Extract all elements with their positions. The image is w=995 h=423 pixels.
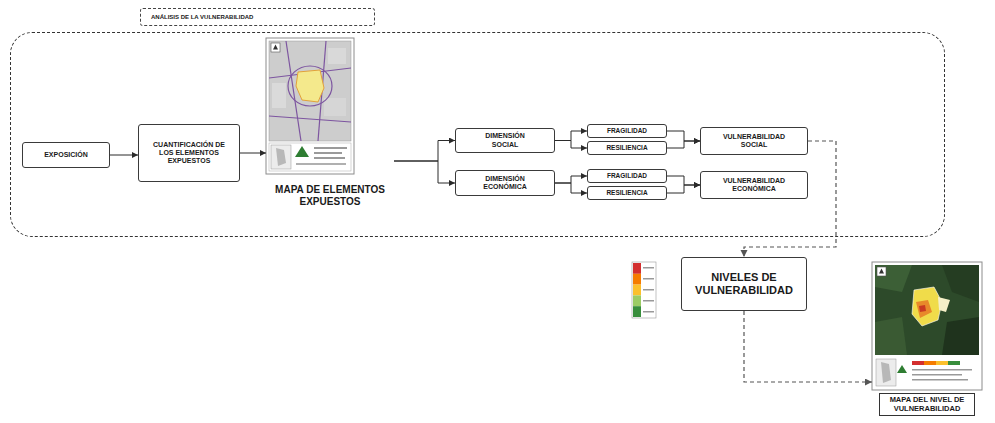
flow-arrow [667, 141, 700, 148]
flow-arrow [110, 155, 138, 156]
map-detail [942, 317, 979, 355]
map-detail [875, 265, 979, 355]
map-caption: MAPA DE ELEMENTOS EXPUESTOS [266, 184, 394, 207]
box-label: VULNERABILIDAD ECONÓMICA [712, 177, 796, 193]
map-detail [273, 45, 278, 50]
flow-arrow [240, 153, 266, 154]
map-detail [924, 361, 936, 365]
map-detail [643, 311, 654, 313]
map-detail [643, 278, 654, 280]
analysis-region: EXPOSICIÓN CUANTIFICACIÓN DE LOS ELEMENTO… [10, 32, 945, 237]
map-detail [876, 359, 896, 386]
map-detail [942, 265, 979, 302]
section-heading: ANÁLISIS DE LA VULNERABILIDAD [140, 8, 375, 26]
process-box: DIMENSIÓN SOCIAL [455, 128, 555, 153]
flow-arrow [555, 183, 587, 193]
map-detail [919, 305, 926, 312]
map-detail [643, 289, 654, 291]
map-detail [269, 41, 351, 141]
box-label: RESILIENCIA [606, 144, 647, 151]
dashed-flow-arrow [744, 141, 836, 257]
map-detail [879, 269, 884, 274]
flow-arrow [555, 141, 587, 149]
map-detail [633, 274, 641, 285]
map-figure: MAPA DE ELEMENTOS EXPUESTOS [266, 38, 394, 212]
map-detail [881, 362, 891, 383]
map-detail [877, 267, 886, 276]
flow-arrow [555, 131, 587, 141]
map-detail [296, 163, 346, 165]
map-detail [912, 287, 942, 326]
map-detail [314, 152, 342, 154]
map-detail [266, 38, 354, 174]
process-box: FRAGILIDAD [587, 124, 667, 138]
map-detail [271, 145, 291, 169]
map-detail [936, 361, 948, 365]
box-label: VULNERABILIDAD SOCIAL [712, 133, 796, 149]
map-detail [633, 295, 641, 306]
map-detail [948, 361, 960, 365]
exposed-elements-map [266, 38, 354, 174]
box-label: FRAGILIDAD [607, 172, 647, 179]
map-detail [643, 267, 654, 269]
map-detail [633, 306, 641, 317]
map-detail [632, 262, 656, 318]
process-box: DIMENSIÓN ECONÓMICA [455, 170, 555, 196]
process-box: RESILIENCIA [587, 186, 667, 200]
map-detail [269, 143, 351, 171]
map-detail [938, 297, 950, 312]
box-label: EXPOSICIÓN [44, 151, 88, 159]
map-detail [912, 361, 924, 365]
map-detail [269, 116, 351, 122]
map-detail [324, 98, 346, 116]
map-caption: MAPA DEL NIVEL DE VULNERABILIDAD [879, 393, 975, 416]
flow-arrow [394, 141, 455, 162]
flow-arrow [555, 176, 587, 183]
process-box: CUANTIFICACIÓN DE LOS ELEMENTOS EXPUESTO… [138, 124, 240, 182]
map-figure: MAPA DEL NIVEL DE VULNERABILIDAD [872, 262, 982, 418]
map-detail [314, 147, 347, 149]
process-box: EXPOSICIÓN [22, 142, 110, 168]
box-label: DIMENSIÓN SOCIAL [473, 132, 537, 148]
map-detail [897, 365, 907, 373]
box-label: CUANTIFICACIÓN DE LOS ELEMENTOS EXPUESTO… [152, 141, 226, 165]
process-box: RESILIENCIA [587, 141, 667, 155]
box-label: FRAGILIDAD [607, 127, 647, 134]
flow-arrow [667, 176, 700, 185]
map-detail [872, 262, 982, 390]
map-detail [288, 66, 332, 106]
vulnerability-level-map [872, 262, 982, 390]
map-detail [875, 265, 912, 292]
map-detail [271, 43, 280, 52]
flow-arrow [667, 131, 700, 141]
map-detail [296, 70, 324, 102]
map-detail [314, 157, 345, 159]
map-detail [912, 374, 962, 376]
level-colour-scale [632, 262, 656, 318]
box-label: NIVELES DE VULNERABILIDAD [685, 271, 803, 296]
map-detail [272, 83, 286, 108]
map-detail [295, 146, 309, 157]
map-detail [912, 369, 972, 371]
map-detail [916, 300, 932, 318]
dashed-flow-arrow [744, 311, 872, 382]
map-detail [875, 317, 907, 355]
flow-arrow [394, 161, 455, 183]
map-detail [912, 379, 968, 381]
map-detail [328, 48, 346, 64]
map-detail [633, 285, 641, 296]
process-box: NIVELES DE VULNERABILIDAD [681, 257, 807, 311]
process-box: FRAGILIDAD [587, 169, 667, 183]
map-detail [276, 148, 286, 166]
process-box: VULNERABILIDAD SOCIAL [700, 127, 808, 155]
box-label: DIMENSIÓN ECONÓMICA [473, 175, 537, 191]
map-detail [643, 300, 654, 302]
map-detail [633, 263, 641, 274]
process-box: VULNERABILIDAD ECONÓMICA [700, 171, 808, 199]
box-label: RESILIENCIA [606, 189, 647, 196]
flow-arrow [667, 185, 700, 193]
